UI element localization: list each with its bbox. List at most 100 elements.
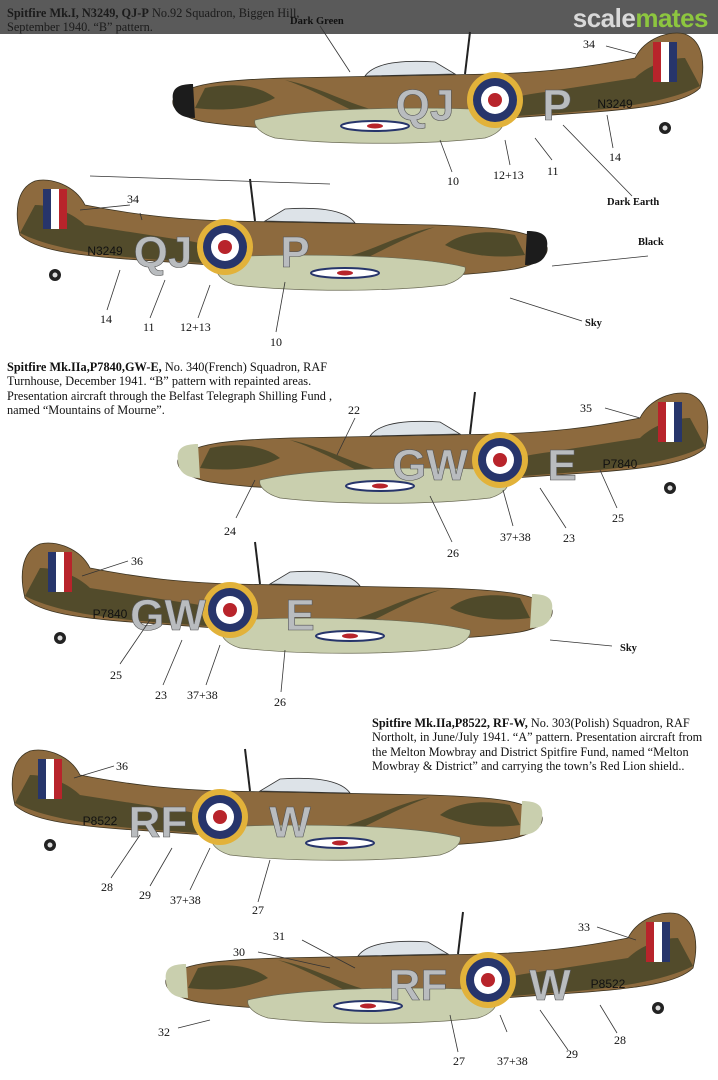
- serial-number: N3249: [597, 97, 633, 111]
- camouflage-patch: [20, 205, 435, 273]
- callout-33: 33: [578, 920, 590, 934]
- aircraft-letter: P: [542, 81, 571, 130]
- callout-10-b: 10: [270, 335, 282, 349]
- label-dark-earth: Dark Earth: [607, 197, 660, 208]
- squadron-code: QJ: [396, 81, 455, 130]
- fuselage-roundel-red: [488, 93, 502, 107]
- fuselage-roundel-red: [493, 453, 507, 467]
- spinner: [530, 594, 553, 628]
- callout-28-a: 28: [101, 880, 113, 894]
- label-sky-1: Sky: [585, 318, 602, 329]
- camouflage-patch: [450, 595, 530, 620]
- fin-flash-blue: [48, 552, 56, 592]
- label-dark-green: Dark Green: [290, 16, 344, 27]
- tail-wheel-hub: [52, 272, 58, 278]
- callout-22: 22: [348, 403, 360, 417]
- callout-36-b: 36: [116, 759, 128, 773]
- callout-29-a: 29: [139, 888, 151, 902]
- callout-34-b: 34: [127, 192, 139, 206]
- callout-37-38-c: 37+38: [170, 893, 201, 907]
- caption-p7840: Spitfire Mk.IIa,P7840,GW-E, No. 340(Fren…: [7, 360, 333, 417]
- fin-flash-white: [51, 189, 59, 229]
- wing-roundel-centre: [337, 270, 353, 276]
- wing-roundel-centre: [360, 1003, 376, 1009]
- spitfire-profile-qj-p-left: QJ P N3249: [172, 31, 704, 144]
- serial-number: P8522: [591, 977, 626, 991]
- tail-wheel-hub: [57, 635, 63, 641]
- tail-wheel-hub: [662, 125, 668, 131]
- tail-wheel-hub: [667, 485, 673, 491]
- aircraft-letter: QJ: [134, 228, 193, 277]
- canopy: [357, 940, 450, 957]
- fuselage-roundel-red: [213, 810, 227, 824]
- camouflage-patch: [15, 775, 430, 843]
- canopy: [258, 777, 351, 794]
- camouflage-patch: [200, 445, 280, 470]
- serial-number: P8522: [83, 814, 118, 828]
- aircraft-letter: RF: [129, 798, 188, 847]
- callout-27-a: 27: [252, 903, 264, 917]
- fuselage-roundel-red: [223, 603, 237, 617]
- callout-25-b: 25: [110, 668, 122, 682]
- camouflage-patch: [290, 418, 705, 486]
- caption-n3249: Spitfire Mk.I, N3249, QJ-P No.92 Squadro…: [7, 6, 300, 35]
- camouflage-patch: [195, 85, 275, 110]
- wing-roundel-centre: [372, 483, 388, 489]
- aerial-mast: [469, 391, 476, 435]
- fin-flash-white: [46, 759, 54, 799]
- squadron-code: E: [285, 591, 314, 640]
- serial-number: N3249: [87, 244, 123, 258]
- squadron-code: GW: [392, 441, 468, 490]
- squadron-code: W: [269, 798, 311, 847]
- camouflage-patch: [25, 568, 440, 636]
- spinner: [177, 444, 200, 478]
- callout-30: 30: [233, 945, 245, 959]
- aerial-mast: [254, 541, 261, 585]
- spinner: [520, 801, 543, 835]
- callout-31: 31: [273, 929, 285, 943]
- fin-flash-red: [653, 42, 661, 82]
- fuselage-roundel-red: [218, 240, 232, 254]
- fin-flash-red: [658, 402, 666, 442]
- callout-28-b: 28: [614, 1033, 626, 1047]
- fin-flash-red: [54, 759, 62, 799]
- aerial-mast: [464, 31, 471, 75]
- squadron-code: P: [280, 228, 309, 277]
- fin-flash-white: [654, 922, 662, 962]
- wing-roundel-centre: [332, 840, 348, 846]
- label-black: Black: [638, 237, 664, 248]
- callout-26-b: 26: [274, 695, 286, 709]
- fuselage-roundel-red: [481, 973, 495, 987]
- callout-23-a: 23: [563, 531, 575, 545]
- canopy: [369, 420, 462, 437]
- aerial-mast: [244, 748, 251, 792]
- callout-23-b: 23: [155, 688, 167, 702]
- callout-26-a: 26: [447, 546, 459, 560]
- callout-37-38-d: 37+38: [497, 1054, 528, 1068]
- camouflage-patch: [188, 965, 268, 990]
- callout-37-38-b: 37+38: [187, 688, 218, 702]
- canopy: [364, 60, 457, 77]
- callout-37-38-a: 37+38: [500, 530, 531, 544]
- callout-14-a: 14: [609, 150, 621, 164]
- callout-12-13-b: 12+13: [180, 320, 211, 334]
- camouflage-patch: [278, 938, 693, 1006]
- callout-11-b: 11: [143, 320, 155, 334]
- callout-11-a: 11: [547, 164, 559, 178]
- serial-number: P7840: [603, 457, 638, 471]
- canopy: [263, 207, 356, 224]
- fin-flash-white: [661, 42, 669, 82]
- caption-p8522: Spitfire Mk.IIa,P8522, RF-W, No. 303(Pol…: [372, 716, 703, 773]
- camouflage-patch: [440, 802, 520, 827]
- scalemates-logo: scalemates: [572, 3, 709, 33]
- squadron-code: RF: [389, 961, 448, 1010]
- tail-wheel-hub: [655, 1005, 661, 1011]
- callout-14-b: 14: [100, 312, 112, 326]
- callout-10-a: 10: [447, 174, 459, 188]
- fin-flash-red: [64, 552, 72, 592]
- camouflage-patch: [445, 232, 525, 257]
- fin-flash-blue: [38, 759, 46, 799]
